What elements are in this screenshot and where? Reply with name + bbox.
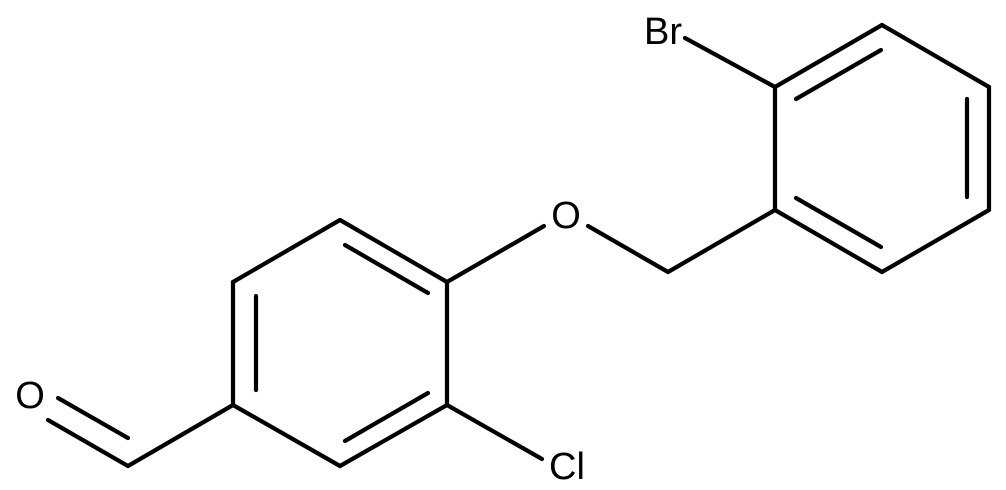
atom-label-carbonyl-oxygen: O xyxy=(15,375,45,417)
chloro-bond xyxy=(444,402,545,462)
aldehyde-co-bond-inner xyxy=(55,395,131,441)
atom-label-bromine: Br xyxy=(644,11,682,53)
ether-o-ch2-bond xyxy=(585,223,671,275)
ring-a-bond-6 xyxy=(230,402,343,469)
ch2-ring-bond xyxy=(665,207,778,275)
bromo-bond xyxy=(682,35,778,90)
ring-a-bond-2 xyxy=(230,217,343,285)
ring-a-bond-5 xyxy=(337,402,450,469)
ring-b-bond-6-inner xyxy=(793,195,884,250)
ring-b-bond-2 xyxy=(772,22,885,90)
bond-layer xyxy=(45,22,992,469)
aldehyde-co-bond-outer xyxy=(45,417,131,469)
ring-b-bond-6 xyxy=(772,207,885,275)
ring-b-bond-5 xyxy=(879,207,992,275)
aldehyde-ring-bond xyxy=(125,402,236,469)
ring-b-bond-3 xyxy=(879,22,992,90)
ring-a-bond-3 xyxy=(337,217,450,285)
ring-a-bond-3-inner xyxy=(342,242,431,296)
ring-a-bond-5-inner xyxy=(342,390,431,444)
atom-label-ether-oxygen: O xyxy=(551,195,581,237)
ring-b-bond-2-inner xyxy=(793,47,884,102)
ether-o-ring-bond xyxy=(444,223,547,285)
atom-label-chlorine: Cl xyxy=(549,446,585,488)
